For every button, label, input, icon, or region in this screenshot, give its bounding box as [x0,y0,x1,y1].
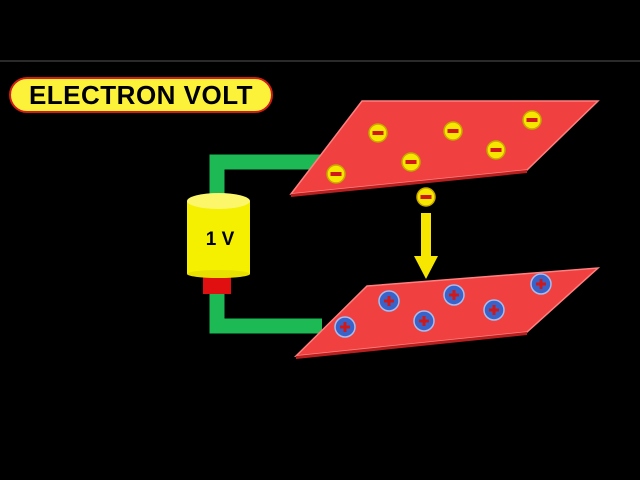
battery-voltage-label: 1 V [205,229,235,250]
electron [401,152,421,172]
proton [378,290,400,312]
battery-top-cap [187,193,250,209]
proton [443,284,465,306]
proton [413,310,435,332]
top-wire [209,154,322,196]
moving-electron [416,187,436,207]
battery-terminal [203,276,231,294]
electron [443,121,463,141]
electron [522,110,542,130]
battery-body [187,201,250,274]
proton [334,316,356,338]
bottom-plate [293,267,601,359]
battery [187,193,250,294]
bottom-wire [209,286,322,334]
electron [486,140,506,160]
bottom-plate-edge [296,332,527,359]
electron [368,123,388,143]
electron [326,164,346,184]
top-plate [289,100,600,197]
down-arrow-icon [414,213,438,279]
battery-bottom-cap [187,270,250,278]
proton [530,273,552,295]
proton [483,299,505,321]
top-plate-edge [291,170,527,197]
title-badge: ELECTRON VOLT [9,77,273,113]
